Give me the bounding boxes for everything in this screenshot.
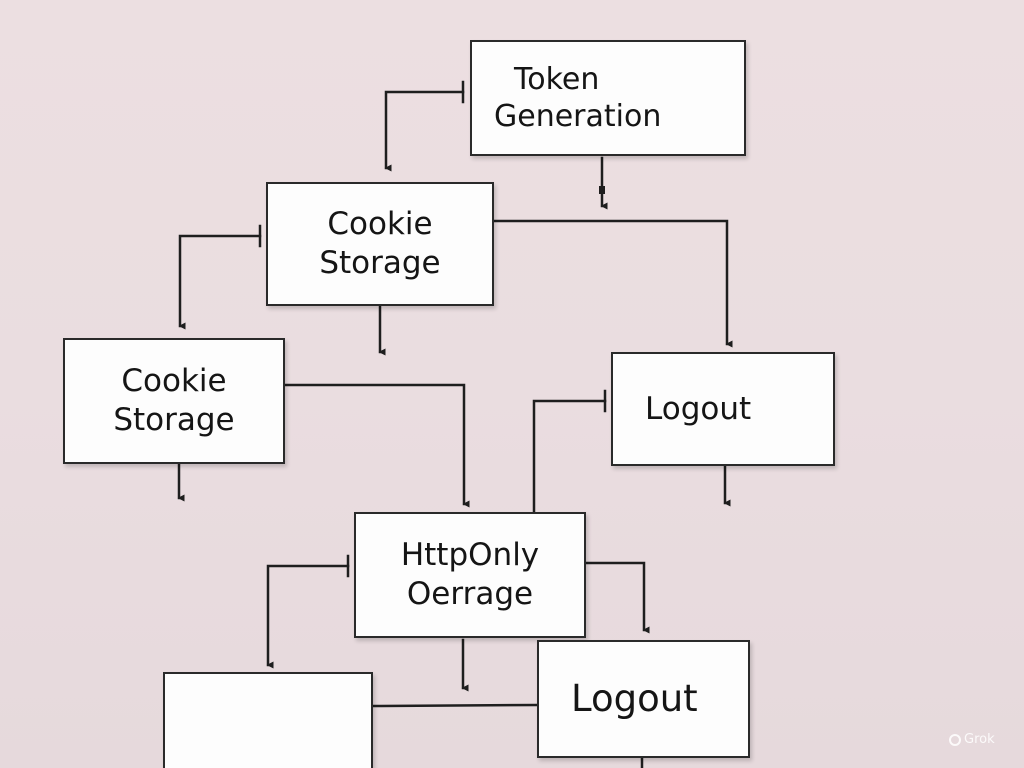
connector-http-to-empty	[266, 564, 350, 669]
node-http-line-1: HttpOnly	[400, 537, 540, 574]
node-token-line-2: Generation	[494, 99, 662, 134]
connector-logout1-feedback	[532, 399, 607, 514]
node-token-generation: Token Generation	[470, 40, 746, 156]
connector-token-to-cookie1	[384, 90, 465, 172]
stub-block-token	[599, 186, 605, 194]
connector-empty-to-logout2	[371, 703, 539, 708]
watermark-text: Grok	[964, 732, 995, 747]
node-logout1-label: Logout	[645, 390, 752, 427]
connector-cookie1-to-cookie2	[178, 234, 262, 330]
node-logout-2: Logout	[537, 640, 750, 758]
grok-logo-icon	[949, 733, 961, 746]
node-http-line-2: Oerrage	[406, 576, 534, 612]
node-cookie2-line-1: Cookie	[121, 363, 227, 400]
connector-http-to-logout2	[584, 561, 650, 634]
node-cookie1-line-2: Storage	[319, 245, 441, 281]
node-cookie1-line-1: Cookie	[327, 206, 433, 243]
node-cookie-storage-2: Cookie Storage	[63, 338, 285, 464]
node-logout2-label: Logout	[571, 676, 698, 720]
node-token-line-1: Token	[514, 61, 600, 97]
node-httponly: HttpOnly Oerrage	[354, 512, 586, 638]
node-empty	[163, 672, 373, 768]
node-cookie2-line-2: Storage	[113, 402, 235, 438]
watermark: Grok	[949, 732, 995, 747]
node-cookie-storage-1: Cookie Storage	[266, 182, 494, 306]
connector-cookie2-to-http	[284, 383, 470, 508]
node-logout-1: Logout	[611, 352, 835, 466]
connector-cookie1-to-logout1	[492, 219, 733, 348]
